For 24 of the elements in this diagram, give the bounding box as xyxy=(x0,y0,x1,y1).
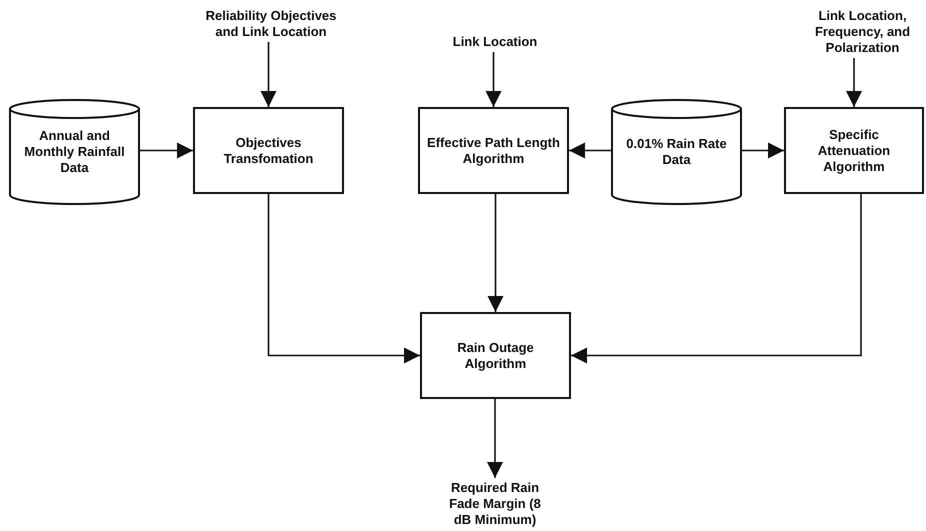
arrow xyxy=(742,142,784,158)
node-label: Annual and Monthly Rainfall Data xyxy=(24,128,125,176)
process-box xyxy=(420,312,571,399)
input-label: Required Rain Fade Margin (8 dB Minimum) xyxy=(448,480,542,528)
input-label: Reliability Objectives and Link Location xyxy=(204,8,338,40)
arrow xyxy=(260,42,276,107)
arrow xyxy=(569,142,611,158)
arrow xyxy=(268,194,420,364)
input-label: Link Location xyxy=(452,34,538,50)
node-label: 0.01% Rain Rate Data xyxy=(626,136,727,168)
process-box xyxy=(784,107,924,194)
arrow xyxy=(486,52,502,107)
input-label: Link Location, Frequency, and Polarization xyxy=(814,8,910,56)
node-label: Specific Attenuation Algorithm xyxy=(816,126,892,174)
node-label: Objectives Transfomation xyxy=(222,134,314,166)
node-label: Rain Outage Algorithm xyxy=(456,340,535,372)
arrow xyxy=(140,142,193,158)
arrow xyxy=(488,194,504,312)
arrow xyxy=(571,194,862,364)
node-label: Effective Path Length Algorithm xyxy=(426,134,561,166)
arrow xyxy=(846,58,862,107)
arrow xyxy=(487,399,503,478)
process-box xyxy=(193,107,344,194)
process-box xyxy=(418,107,569,194)
